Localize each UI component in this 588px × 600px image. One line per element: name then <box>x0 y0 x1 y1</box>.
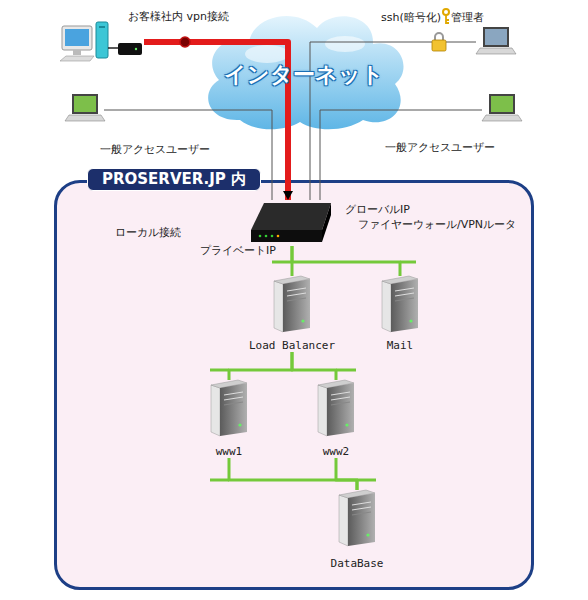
cloud-highlight <box>325 36 365 52</box>
node-label: プライベートIP <box>200 243 276 258</box>
cloud-label: インターネット <box>195 60 413 90</box>
lock-symbol <box>432 33 446 51</box>
server-illustration <box>339 490 375 546</box>
server-illustration <box>382 276 418 332</box>
server-illustration <box>211 380 247 436</box>
cloud-highlight <box>245 45 289 63</box>
node-label: 管理者 <box>451 10 484 25</box>
vpn-dot <box>180 37 190 47</box>
user-laptop <box>65 94 105 121</box>
node-label: ssh(暗号化) <box>381 10 441 25</box>
node-label: 一般アクセスユーザー <box>100 142 210 157</box>
admin-laptop <box>476 27 516 54</box>
note-label: ローカル接続 <box>115 225 181 240</box>
node-label: www2 <box>323 445 350 458</box>
node-label: DataBase <box>331 557 384 570</box>
server-illustration <box>274 276 310 332</box>
internet-cloud: インターネット <box>195 8 413 133</box>
router-illustration <box>251 203 331 242</box>
customer-pc-illustration <box>60 22 142 61</box>
node-label: Mail <box>387 339 414 352</box>
node-label: グローバルIP ファイヤーウォール/VPNルータ <box>345 202 528 232</box>
node-label: お客様社内 vpn接続 <box>128 9 229 24</box>
user-laptop <box>482 94 522 121</box>
node-label: www1 <box>216 445 243 458</box>
key-symbol <box>443 9 449 24</box>
node-label: Load Balancer <box>249 339 335 352</box>
node-label: 一般アクセスユーザー <box>385 140 495 155</box>
server-illustration <box>318 380 354 436</box>
area-heading: PROSERVER.JP 内 <box>87 168 261 191</box>
